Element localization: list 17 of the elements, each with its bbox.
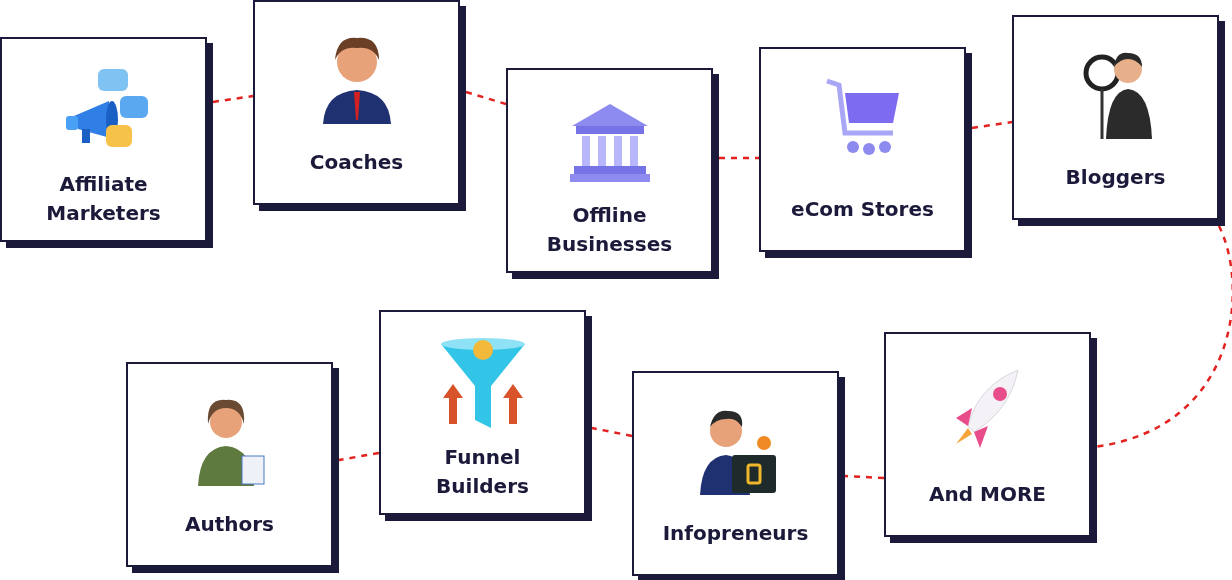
connector-line <box>591 426 633 438</box>
connector-line <box>719 156 759 160</box>
card-title: Bloggers <box>1064 163 1167 191</box>
connector-line <box>338 451 380 462</box>
card-title: Coaches <box>308 148 405 176</box>
connector-line <box>971 120 1013 130</box>
connector-line <box>1096 225 1232 448</box>
card-title: Offline Businesses <box>545 202 674 258</box>
card-title: Affiliate Marketers <box>45 171 162 227</box>
connector-line <box>465 90 507 106</box>
connector-line <box>212 94 254 104</box>
card-title: And MORE <box>928 480 1047 508</box>
connector-line <box>844 474 885 480</box>
card-title: Infopreneurs <box>661 519 810 547</box>
card-title: Authors <box>184 510 275 538</box>
card-title: eCom Stores <box>790 195 935 223</box>
card-title: Funnel Builders <box>435 444 530 500</box>
